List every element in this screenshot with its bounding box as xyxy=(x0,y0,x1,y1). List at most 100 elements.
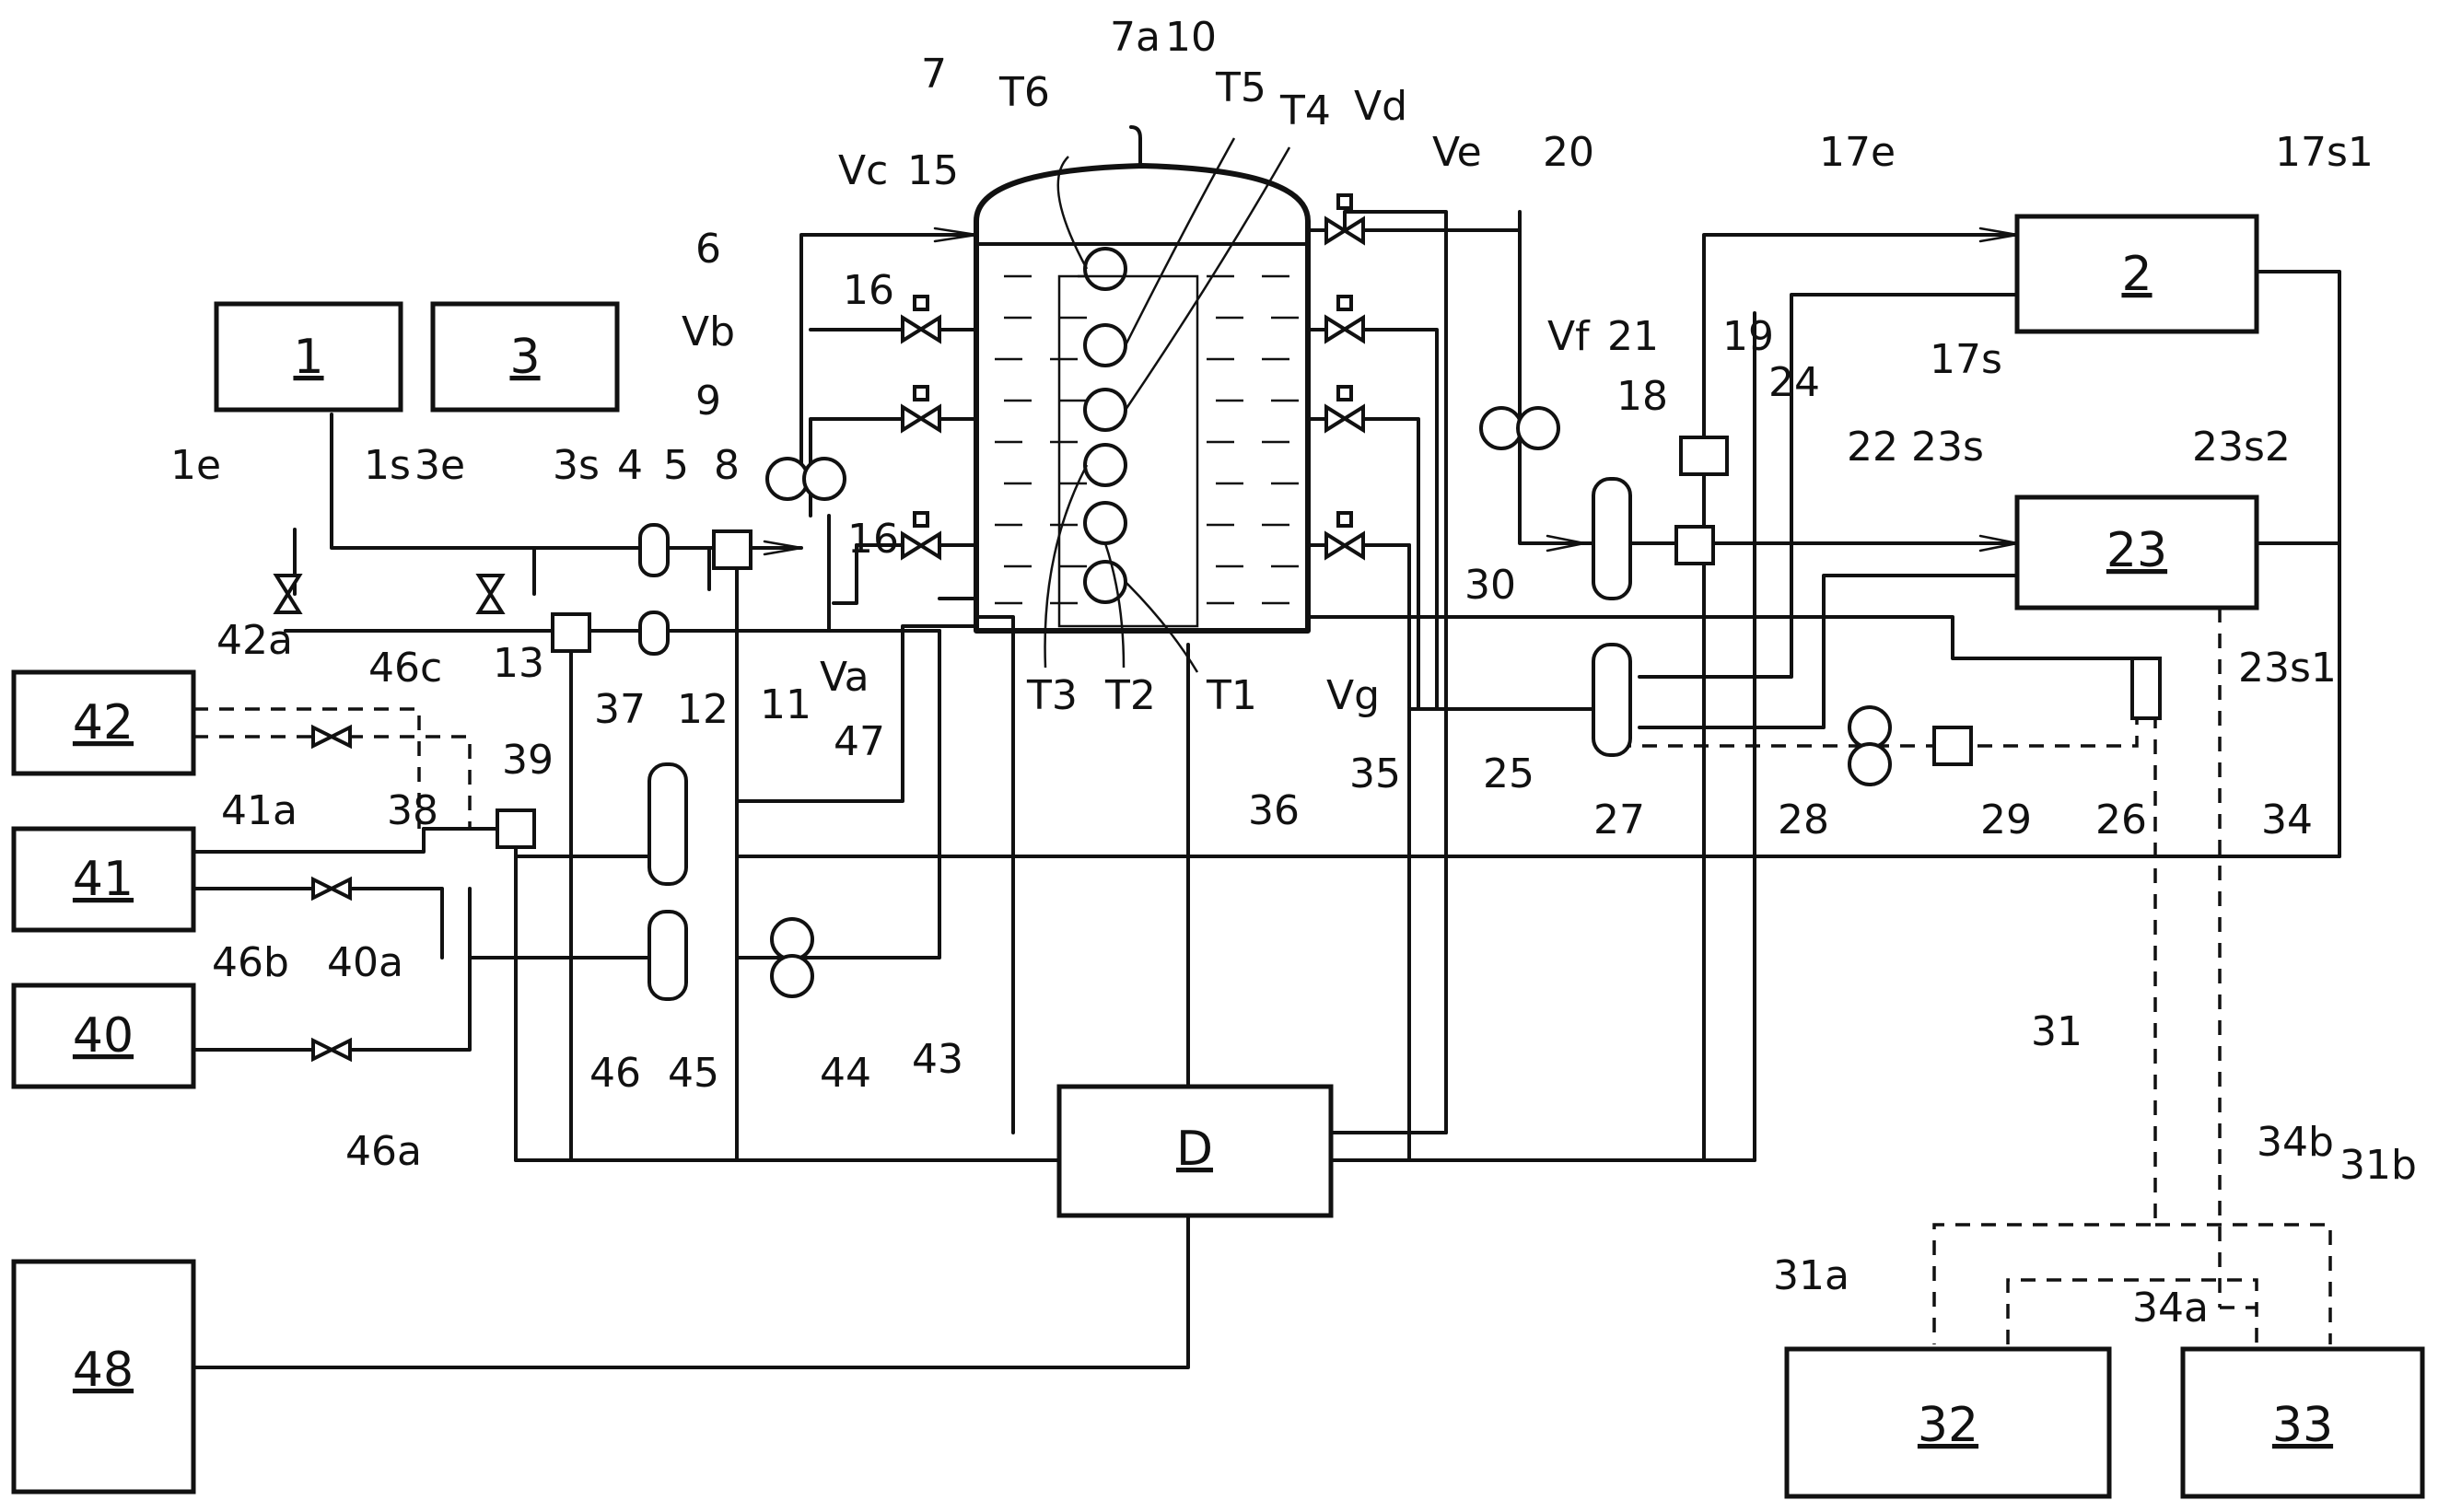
ref-label-16: 16 xyxy=(847,516,899,563)
sensor-T1 xyxy=(1083,560,1127,604)
ref-label-34a: 34a xyxy=(2132,1285,2209,1332)
ref-label-31b: 31b xyxy=(2339,1142,2417,1189)
ref-label-21: 21 xyxy=(1607,313,1659,360)
vessel-5-icon xyxy=(638,523,670,577)
ref-label-1s: 1s xyxy=(364,442,411,489)
ref-label-25: 25 xyxy=(1483,750,1534,797)
ref-label-4: 4 xyxy=(617,442,643,489)
box-32: 32 xyxy=(1784,1346,2112,1499)
ref-label-T6: T6 xyxy=(998,69,1050,116)
ref-label-24: 24 xyxy=(1768,359,1820,406)
ref-label-20: 20 xyxy=(1543,129,1594,176)
ref-label-30: 30 xyxy=(1464,562,1516,609)
ref-label-12: 12 xyxy=(677,686,729,733)
ref-label-39: 39 xyxy=(502,737,554,784)
meter-19-icon xyxy=(1679,436,1729,476)
valve-1e-icon xyxy=(273,574,303,614)
ref-label-22: 22 xyxy=(1847,424,1898,471)
box-3: 3 xyxy=(430,301,620,413)
ref-label-31: 31 xyxy=(2031,1008,2082,1055)
box-41-label: 41 xyxy=(73,852,134,907)
ref-label-6: 6 xyxy=(695,226,721,273)
box-23: 23 xyxy=(2014,494,2259,611)
ref-label-7a: 7a xyxy=(1110,14,1161,61)
controller-26-icon xyxy=(2130,657,2162,720)
ref-label-42a: 42a xyxy=(216,617,293,664)
ref-label-45: 45 xyxy=(668,1050,719,1097)
valve-Vg-icon xyxy=(1324,530,1365,561)
ref-label-28: 28 xyxy=(1778,797,1829,843)
ref-label-18: 18 xyxy=(1616,373,1668,420)
pump-9-icon xyxy=(765,457,810,501)
box-32-label: 32 xyxy=(1918,1398,1978,1453)
ref-label-36: 36 xyxy=(1248,787,1300,834)
pump-28-icon xyxy=(1848,705,1892,750)
temperature-sensors xyxy=(1044,137,1291,673)
box-D: D xyxy=(1056,1084,1334,1218)
meter-29-icon xyxy=(1932,726,1973,766)
ref-label-T4: T4 xyxy=(1279,87,1331,134)
ref-label-T1: T1 xyxy=(1206,672,1257,719)
ref-label-Vc: Vc xyxy=(838,147,888,194)
ref-label-3s: 3s xyxy=(553,442,600,489)
ref-label-9: 9 xyxy=(695,378,721,425)
box-42-label: 42 xyxy=(73,695,134,750)
ref-label-Vb: Vb xyxy=(682,308,735,355)
ref-label-46c: 46c xyxy=(368,645,442,692)
ref-label-46b: 46b xyxy=(212,939,289,986)
ref-label-34b: 34b xyxy=(2257,1119,2334,1166)
meter-24-icon xyxy=(1674,525,1715,565)
ref-label-15: 15 xyxy=(907,147,959,194)
ref-label-34: 34 xyxy=(2261,797,2313,843)
ref-label-10: 10 xyxy=(1165,14,1217,61)
ref-label-16: 16 xyxy=(843,267,894,314)
ref-label-46a: 46a xyxy=(345,1128,422,1175)
ref-label-T3: T3 xyxy=(1026,672,1078,719)
ref-label-35: 35 xyxy=(1349,750,1401,797)
vessel-12-icon xyxy=(638,611,670,656)
sensor-T4 xyxy=(1083,388,1127,432)
ref-label-17s: 17s xyxy=(1930,336,2002,383)
ref-label-3e: 3e xyxy=(414,442,465,489)
valve-42-icon xyxy=(311,724,352,750)
ref-label-11: 11 xyxy=(760,681,811,728)
vessel-25-icon xyxy=(1592,643,1632,757)
ref-label-7: 7 xyxy=(921,51,947,98)
box-33: 33 xyxy=(2180,1346,2425,1499)
tank-7 xyxy=(974,125,1311,673)
box-1-label: 1 xyxy=(293,330,323,385)
flow-meters xyxy=(496,436,2162,849)
ref-label-13: 13 xyxy=(493,640,544,687)
ref-label-17s1: 17s1 xyxy=(2275,129,2374,176)
ref-label-19: 19 xyxy=(1722,313,1774,360)
ref-label-43: 43 xyxy=(912,1036,963,1083)
ref-label-1e: 1e xyxy=(170,442,221,489)
ref-label-23s2: 23s2 xyxy=(2192,424,2291,471)
meter-39-icon xyxy=(496,808,536,849)
sensor-T2 xyxy=(1083,501,1127,545)
box-42: 42 xyxy=(11,669,196,776)
valve-Vf-icon xyxy=(1324,403,1365,434)
ref-label-37: 37 xyxy=(594,686,646,733)
ref-label-27: 27 xyxy=(1593,797,1645,843)
vessels xyxy=(638,477,1632,1001)
ref-label-Vd: Vd xyxy=(1354,83,1407,130)
ref-label-26: 26 xyxy=(2095,797,2147,843)
ref-label-Ve: Ve xyxy=(1432,129,1482,176)
valves xyxy=(273,193,1365,1063)
ref-label-23s: 23s xyxy=(1911,424,1984,471)
ref-label-17e: 17e xyxy=(1819,129,1896,176)
meter-13-icon xyxy=(551,612,591,653)
labels: 7a 10 7 T6 T5 T4 Vd Ve 20 17e 17s1 Vc 15… xyxy=(170,14,2417,1332)
ref-label-44: 44 xyxy=(820,1050,871,1097)
box-33-label: 33 xyxy=(2272,1398,2333,1453)
valve-3e-icon xyxy=(475,574,506,614)
ref-label-T5: T5 xyxy=(1215,64,1266,111)
sensor-T6 xyxy=(1083,247,1127,291)
ref-label-29: 29 xyxy=(1980,797,2032,843)
box-2-label: 2 xyxy=(2121,247,2152,302)
ref-label-47: 47 xyxy=(834,718,885,765)
valve-Ve-icon xyxy=(1324,314,1365,344)
